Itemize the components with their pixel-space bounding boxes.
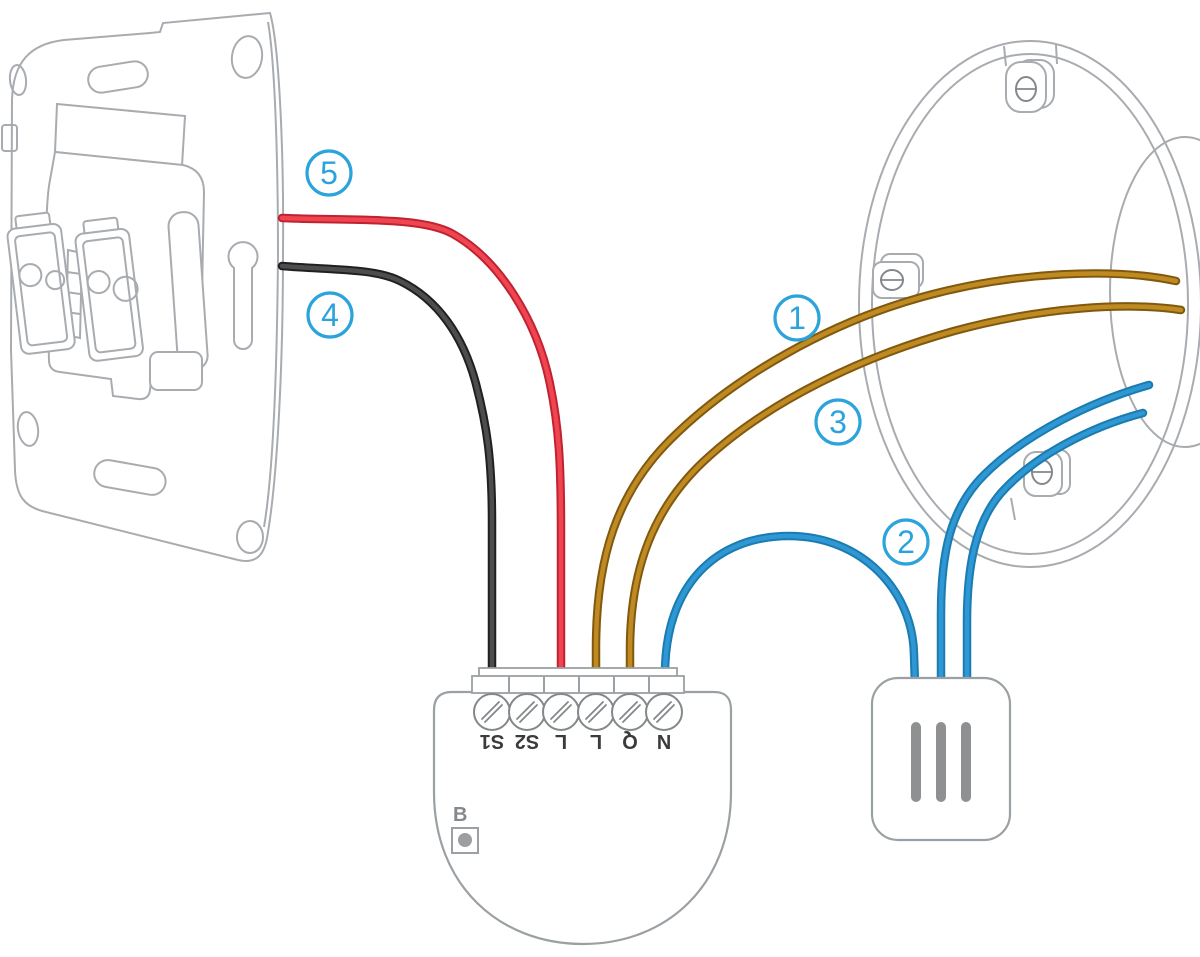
relay-service-button: B [451,804,479,854]
switch-hole-bottom-left [16,411,40,447]
callout-5: 5 [305,149,353,197]
terminal-label-s1: S1 [480,730,504,752]
switch-spring-contact-2 [74,216,144,362]
relay-terminal-screws [473,693,683,731]
wire-blue-ceiling-b [962,408,1148,689]
relay-terminal-strip: S1 S2 L L Q N B [451,667,685,854]
terminal-label-n: N [657,730,671,752]
button-label-b: B [453,804,467,826]
terminal-label-q: Q [622,730,638,752]
wire-black-switch [277,261,497,679]
callout-1-number: 1 [788,300,806,336]
wire-blue-neutral-2 [660,531,920,689]
button-outline [451,827,479,854]
callout-4: 4 [306,291,354,339]
rose-outer-rim [858,40,1200,568]
rose-inner-rim [871,53,1189,555]
switch-spring-contact-1 [6,211,76,355]
connector-slot-1 [911,722,921,802]
switch-plate-fold-line [263,21,280,528]
wall-switch [1,11,285,562]
rose-screw-lug-top [1005,59,1055,113]
wire-blue-ceiling-a [936,380,1154,689]
terminal-label-s2: S2 [515,730,539,752]
switch-hole-top-left [8,64,28,96]
switch-keyhole-slot [227,241,259,350]
callout-3-number: 3 [829,404,847,440]
switch-hole-top-right [230,35,264,79]
switch-edge-slot [1,124,18,152]
wire-brown-live-3 [625,302,1186,679]
switch-hole-bottom-right [236,520,264,554]
rose-screw-lug-left [872,253,924,299]
wire-brown-live-1 [591,269,1181,679]
relay-module-body [432,690,733,946]
connector-slot-2 [936,722,946,802]
callout-3: 3 [814,398,862,446]
button-dot [458,833,472,847]
callout-4-number: 4 [321,297,339,333]
callout-5-number: 5 [320,155,338,191]
switch-slot-top [87,60,149,94]
rose-dome-edge [1109,136,1200,448]
callout-1: 1 [773,294,821,342]
connector-block [870,676,1012,842]
rose-screw-lug-bottom [1023,449,1071,497]
rose-rim-ticks [1003,44,1058,521]
terminal-label-l1: L [555,730,567,752]
switch-slot-bottom [93,459,167,496]
switch-lower-tab [149,351,203,391]
wire-red-switch [277,213,566,679]
terminal-label-l2: L [590,730,602,752]
relay-module [432,690,733,946]
relay-terminal-labels: S1 S2 L L Q N [480,730,671,752]
connector-slot-3 [961,722,971,802]
callout-2: 2 [882,518,930,566]
ceiling-rose [858,40,1200,568]
callout-2-number: 2 [897,524,915,560]
